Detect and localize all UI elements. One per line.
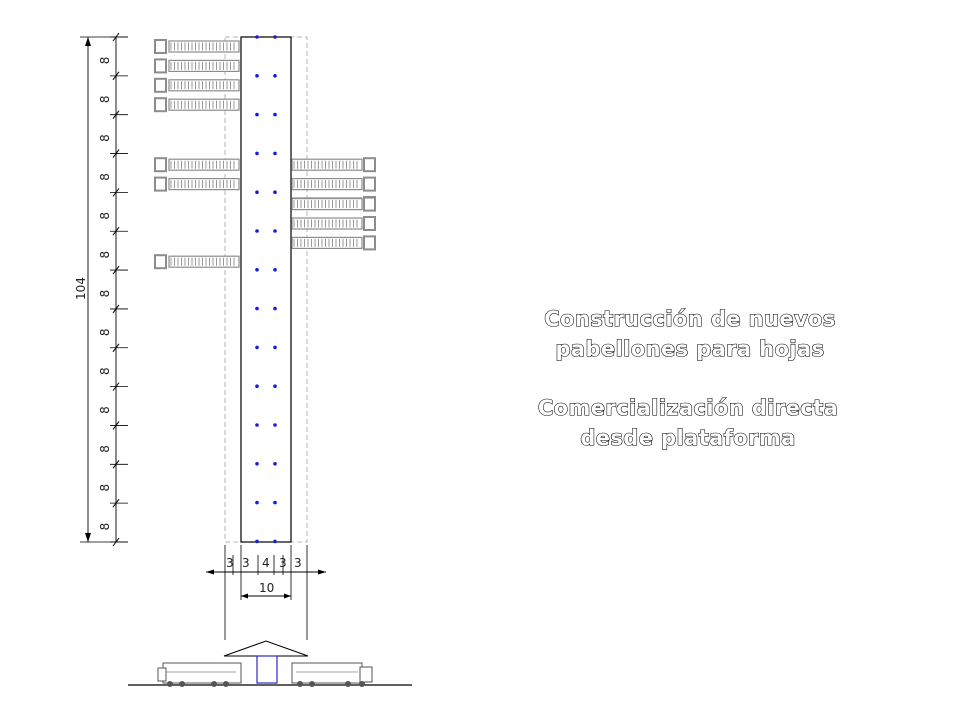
post-dot xyxy=(273,151,277,156)
post-dot xyxy=(273,345,277,350)
segment-length-label: 8 xyxy=(98,290,112,298)
post-dot xyxy=(273,268,277,272)
segment-length-label: 8 xyxy=(98,367,112,375)
segment-length-label: 8 xyxy=(98,251,112,259)
caption-line-2: pabellones para hojas xyxy=(556,337,825,361)
post-dot xyxy=(255,462,259,466)
segment-length-label: 8 xyxy=(98,134,112,142)
post-dots xyxy=(255,35,277,544)
segment-length-label: 8 xyxy=(98,406,112,414)
post-dot xyxy=(273,35,277,39)
truck-icon xyxy=(154,58,240,74)
truck-icon xyxy=(154,176,240,192)
post-dot xyxy=(255,151,259,156)
platform-body xyxy=(240,36,292,543)
truck-icon xyxy=(154,254,240,270)
caption-line-4: desde plataforma xyxy=(580,426,795,450)
truck-icon xyxy=(291,196,376,212)
truck-icon xyxy=(291,157,376,173)
canopy-icon xyxy=(223,640,309,657)
post-dot xyxy=(255,112,259,117)
post-dot xyxy=(273,539,277,544)
train-icon xyxy=(157,662,242,687)
truck-icon xyxy=(154,157,240,173)
post-dot xyxy=(255,539,259,544)
right-truck-bays xyxy=(291,157,376,251)
truck-icon xyxy=(154,97,240,113)
post-dot xyxy=(255,190,259,194)
post-dot xyxy=(255,35,259,39)
post-dot xyxy=(273,384,277,389)
length-dimension: 104 xyxy=(74,36,128,543)
width-dimension: 3 3 4 3 3 10 xyxy=(206,545,326,640)
total-length-label: 104 xyxy=(74,277,88,300)
post-dot xyxy=(273,229,277,233)
segment-length-label: 8 xyxy=(98,95,112,103)
post-dot xyxy=(255,500,259,505)
post-dot xyxy=(255,345,259,350)
width-total-label: 10 xyxy=(259,581,274,595)
caption-line-3: Comercialización directa xyxy=(538,396,838,420)
segment-length-label: 8 xyxy=(98,57,112,65)
width-part-5: 3 xyxy=(294,556,302,570)
post-dot xyxy=(273,306,277,311)
left-truck-bays xyxy=(154,39,240,270)
segment-length-label: 8 xyxy=(98,484,112,492)
width-part-4: 3 xyxy=(279,556,287,570)
truck-icon xyxy=(291,235,376,251)
truck-icon xyxy=(154,77,240,93)
cross-section xyxy=(128,640,412,687)
post-dot xyxy=(273,462,277,466)
post-dot xyxy=(273,500,277,505)
segment-length-label: 8 xyxy=(98,523,112,531)
truck-icon xyxy=(291,216,376,231)
truck-icon xyxy=(291,662,373,687)
post-dot xyxy=(255,306,259,311)
post-dot xyxy=(273,423,277,427)
post-dot xyxy=(255,423,259,427)
width-part-3: 4 xyxy=(262,556,270,570)
truck-icon xyxy=(154,39,240,54)
segment-dimensions: 8 8 8 8 8 8 8 8 8 8 8 8 8 xyxy=(98,32,128,547)
segment-length-label: 8 xyxy=(98,212,112,220)
truck-icon xyxy=(291,176,376,192)
segment-length-label: 8 xyxy=(98,173,112,181)
post-dot xyxy=(255,268,259,272)
post-dot xyxy=(255,384,259,389)
width-part-2: 3 xyxy=(242,556,250,570)
width-part-1: 3 xyxy=(226,556,234,570)
post-dot xyxy=(273,74,277,78)
post-dot xyxy=(255,229,259,233)
post-dot xyxy=(273,190,277,194)
post-dot xyxy=(255,74,259,78)
segment-length-label: 8 xyxy=(98,445,112,453)
post-dot xyxy=(273,112,277,117)
segment-length-label: 8 xyxy=(98,329,112,337)
caption-line-1: Construcción de nuevos xyxy=(544,307,836,331)
caption-block: Construcción de nuevos pabellones para h… xyxy=(537,306,838,450)
